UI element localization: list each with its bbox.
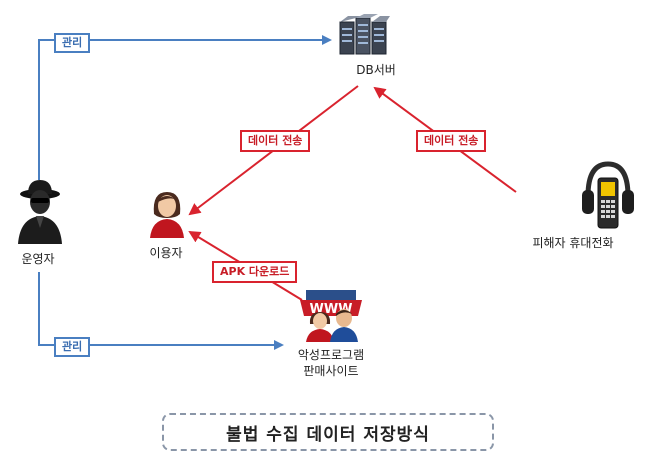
operator-label: 운영자	[21, 252, 55, 266]
phone-with-headphones-icon	[582, 161, 634, 229]
apk-download-tag: APK 다운로드	[212, 261, 298, 283]
db-server-label: DB서버	[356, 63, 396, 77]
caption-text: 불법 수집 데이터 저장방식	[226, 424, 430, 445]
data-transfer-tag-left: 데이터 전송	[240, 130, 311, 152]
manage-arrow-bottom	[38, 272, 284, 350]
victim-phone-label: 피해자 휴대전화	[532, 236, 614, 250]
woman-user-icon	[150, 192, 184, 238]
malware-site-label-2: 판매사이트	[303, 364, 359, 378]
manage-tag-top: 관리	[54, 33, 91, 53]
user-label: 이용자	[149, 246, 183, 260]
data-transfer-tag-right: 데이터 전송	[416, 130, 487, 152]
manage-tag-bottom: 관리	[54, 337, 91, 357]
server-rack-icon	[339, 14, 390, 55]
manage-arrow-top	[38, 35, 332, 180]
malware-site-label-1: 악성프로그램	[297, 348, 365, 362]
www-people-icon: WWW	[300, 290, 362, 342]
diagram-caption: 불법 수집 데이터 저장방식	[162, 413, 494, 451]
hacker-icon	[18, 180, 62, 244]
